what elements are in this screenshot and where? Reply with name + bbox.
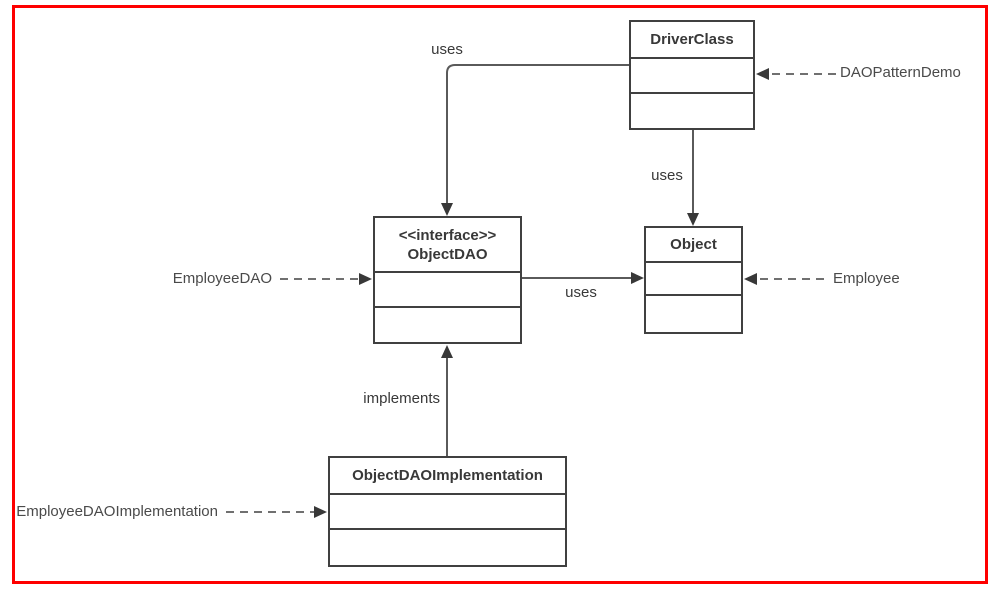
class-name-driverclass: DriverClass	[650, 31, 734, 48]
arrowhead-left-icon	[744, 273, 757, 285]
annotation-employeedaoimplementation: EmployeeDAOImplementation	[16, 503, 218, 520]
class-title: Object	[646, 228, 741, 263]
edge-label-uses-objectdao-object: uses	[565, 284, 597, 301]
arrowhead-up-icon	[441, 345, 453, 358]
class-name-object: Object	[670, 236, 717, 253]
attributes-compartment	[330, 495, 565, 530]
methods-compartment	[375, 308, 520, 342]
arrowhead-right-icon	[631, 272, 644, 284]
class-title: ObjectDAOImplementation	[330, 458, 565, 495]
edge-label-uses-driver-objectdao: uses	[431, 41, 463, 58]
methods-compartment	[330, 530, 565, 565]
arrowhead-down-icon	[687, 213, 699, 226]
class-title: <<interface>> ObjectDAO	[375, 218, 520, 273]
edge-label-implements: implements	[363, 390, 440, 407]
class-title: DriverClass	[631, 22, 753, 59]
arrowhead-left-icon	[756, 68, 769, 80]
class-box-objectdao: <<interface>> ObjectDAO	[373, 216, 522, 344]
annotation-daopatterndemo: DAOPatternDemo	[840, 64, 961, 81]
class-box-objectdaoimplementation: ObjectDAOImplementation	[328, 456, 567, 567]
arrowhead-down-icon	[441, 203, 453, 216]
class-box-driverclass: DriverClass	[629, 20, 755, 130]
arrowhead-right-icon	[359, 273, 372, 285]
edge-driver-uses-objectdao	[446, 64, 629, 206]
annotation-employee: Employee	[833, 270, 900, 287]
attributes-compartment	[631, 59, 753, 94]
methods-compartment	[646, 296, 741, 332]
class-name-objectdao: ObjectDAO	[407, 245, 488, 263]
annotation-employeedao: EmployeeDAO	[172, 270, 272, 287]
class-box-object: Object	[644, 226, 743, 334]
edge-label-uses-driver-object: uses	[651, 167, 683, 184]
attributes-compartment	[646, 263, 741, 296]
attributes-compartment	[375, 273, 520, 308]
arrowhead-right-icon	[314, 506, 327, 518]
class-name-objectdaoimplementation: ObjectDAOImplementation	[352, 467, 543, 484]
methods-compartment	[631, 94, 753, 128]
class-stereotype-objectdao: <<interface>>	[398, 226, 497, 244]
